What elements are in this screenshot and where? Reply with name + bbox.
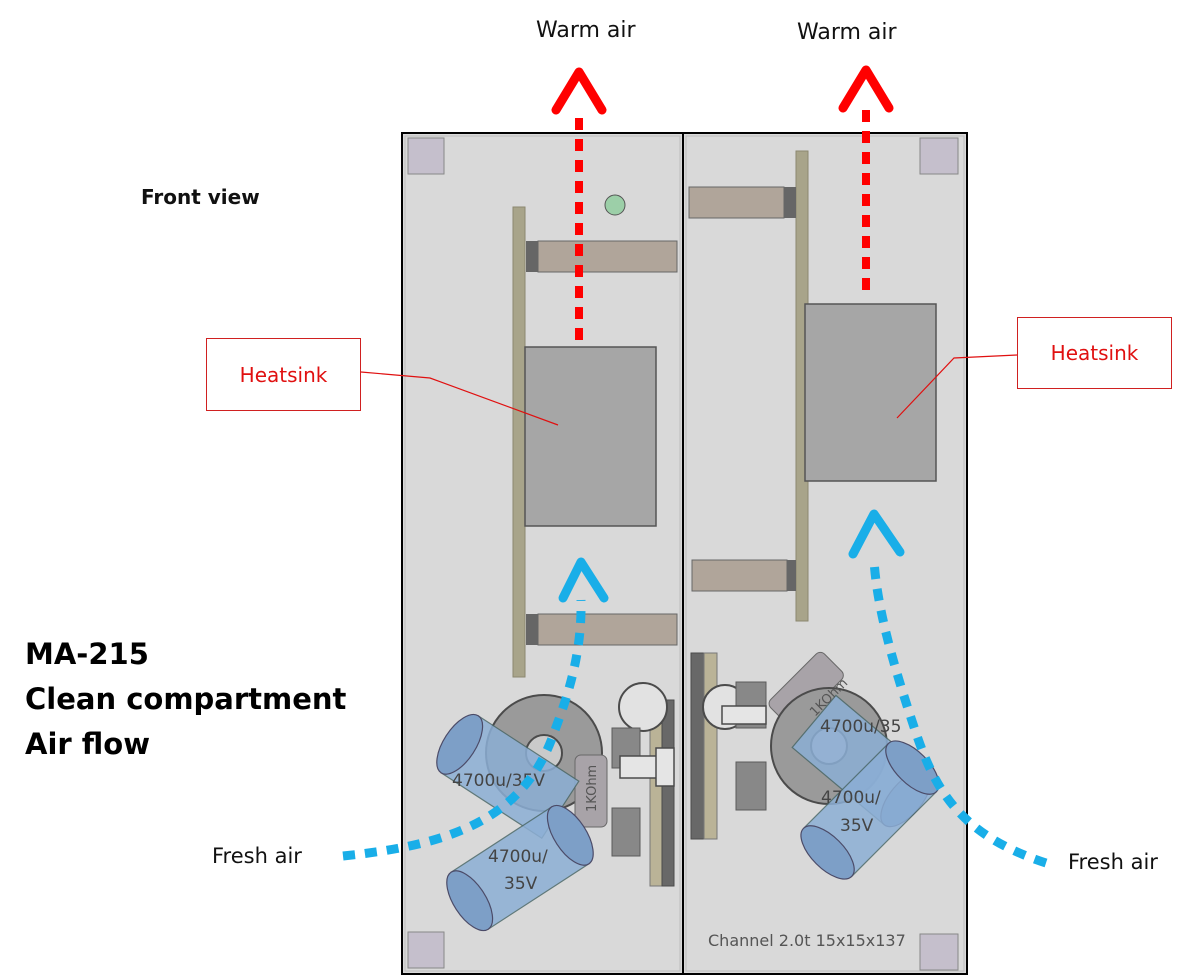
transistor-tab (526, 241, 538, 272)
led-indicator (604, 194, 626, 216)
title-line-model: MA-215 (25, 637, 149, 671)
warm-air-label-right: Warm air (797, 20, 897, 45)
connector (721, 705, 767, 725)
connector-pin (655, 747, 675, 787)
vertical-board (703, 652, 718, 840)
capacitor-label-right-2-line1: 4700u/ (821, 788, 881, 808)
small-capacitor (735, 761, 767, 811)
capacitor-label-left-1: 4700u/35V (452, 771, 545, 791)
transistor-body (537, 613, 678, 646)
view-label: Front view (141, 185, 260, 209)
transistor-tab (526, 614, 538, 645)
transistor-tab (787, 560, 796, 591)
corner-foot (407, 931, 445, 969)
capacitor-label-right-2-line2: 35V (840, 816, 874, 836)
warm-air-arrow-right (838, 65, 894, 290)
vertical-board (690, 652, 705, 840)
left-pcb-strip (512, 206, 526, 678)
fresh-air-label-left: Fresh air (212, 844, 302, 868)
fresh-air-label-right: Fresh air (1068, 850, 1158, 874)
warm-air-arrow-left (551, 67, 607, 340)
title-line-compartment: Clean compartment (25, 682, 347, 716)
electrolytic-capacitor (800, 740, 940, 880)
warm-air-label-left: Warm air (536, 18, 636, 43)
resistor-body (574, 754, 608, 828)
heatsink-leader-right (896, 354, 1018, 419)
vertical-board (661, 699, 675, 887)
heatsink-callout-left: Heatsink (206, 338, 361, 411)
transistor-body (691, 559, 788, 592)
heatsink-callout-right: Heatsink (1017, 317, 1172, 389)
left-power-section (436, 682, 675, 932)
right-power-section (690, 651, 940, 880)
corner-foot (919, 137, 959, 175)
left-panel-inner-edge (404, 135, 681, 972)
small-capacitor (611, 807, 641, 857)
capacitor-label-left-2-line1: 4700u/ (488, 847, 548, 867)
transistor-tab (784, 187, 796, 218)
right-panel-inner-edge (685, 135, 965, 972)
resistor-label-left: 1KOhm (585, 765, 600, 812)
capacitor-label-right-1: 4700u/35 (820, 717, 901, 737)
electrolytic-capacitor (446, 804, 594, 932)
connector (619, 755, 661, 779)
transistor-body (688, 186, 785, 219)
electrolytic-capacitor (436, 713, 580, 840)
heatsink-leader-left (360, 371, 559, 426)
title-line-airflow: Air flow (25, 727, 150, 761)
fuse-ring (618, 682, 668, 732)
fresh-air-arrow-left (342, 557, 609, 861)
fresh-air-arrow-right (848, 509, 1048, 868)
diagram-title: MA-215 Clean compartment Air flow (25, 632, 346, 767)
channel-label: Channel 2.0t 15x15x137 (708, 931, 906, 950)
capacitor-label-left-2-line2: 35V (504, 874, 538, 894)
transistor-body (537, 240, 678, 273)
corner-foot (919, 933, 959, 971)
left-heatsink (524, 346, 657, 527)
right-heatsink (804, 303, 937, 482)
corner-foot (407, 137, 445, 175)
